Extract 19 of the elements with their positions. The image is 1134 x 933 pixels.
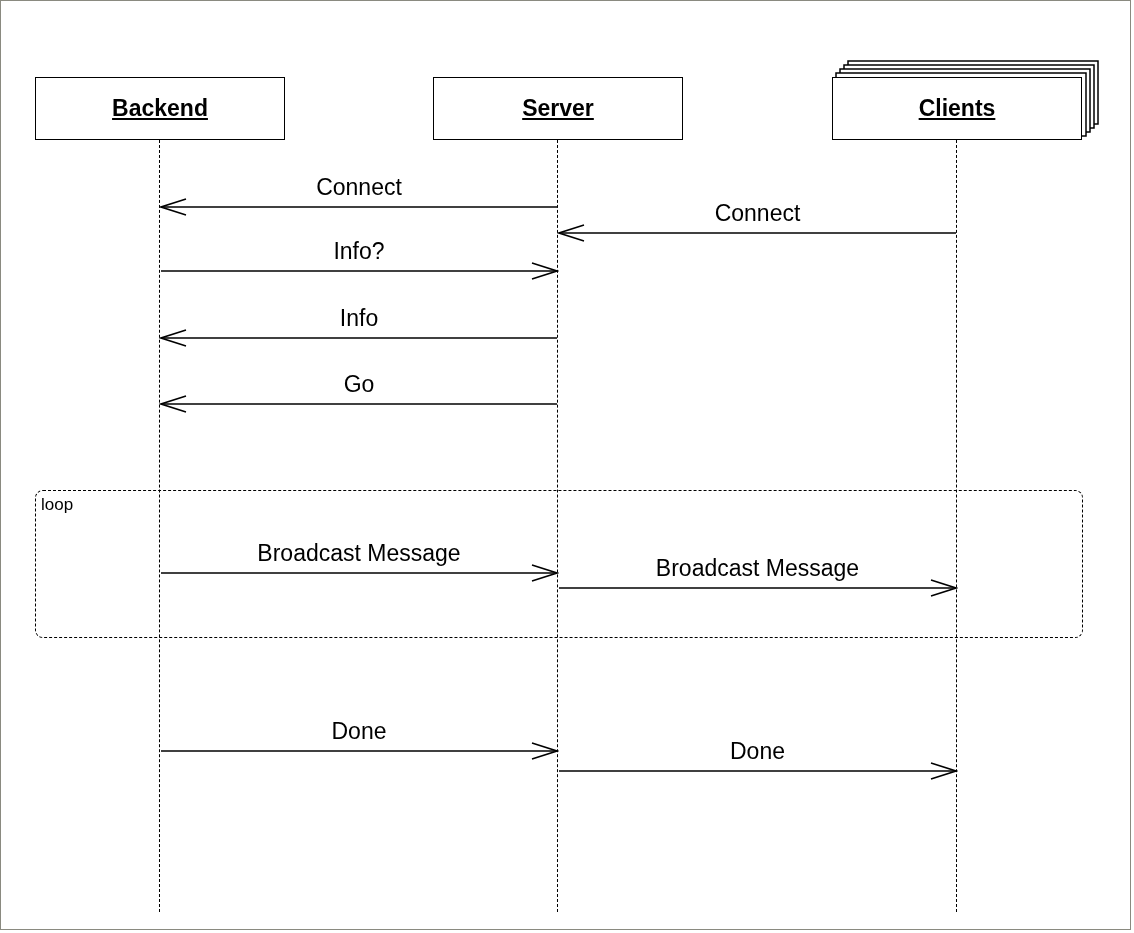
frame-label: loop	[41, 495, 74, 515]
participant-name: Clients	[918, 95, 996, 122]
message-arrow	[160, 198, 558, 216]
lifeline	[956, 140, 958, 912]
participant-box	[832, 77, 1082, 140]
participant-box	[433, 77, 683, 140]
participant-name: Backend	[112, 95, 208, 122]
message-arrow	[160, 262, 558, 280]
message-arrow	[160, 564, 558, 582]
participant-box	[35, 77, 285, 140]
lifeline	[557, 140, 559, 912]
message-arrow	[160, 395, 558, 413]
participant-name: Server	[522, 95, 594, 122]
message-arrow	[160, 329, 558, 347]
message-arrow	[558, 224, 957, 242]
message-arrow	[160, 742, 558, 760]
message-arrow	[558, 579, 957, 597]
lifeline	[159, 140, 161, 912]
message-arrow	[558, 762, 957, 780]
